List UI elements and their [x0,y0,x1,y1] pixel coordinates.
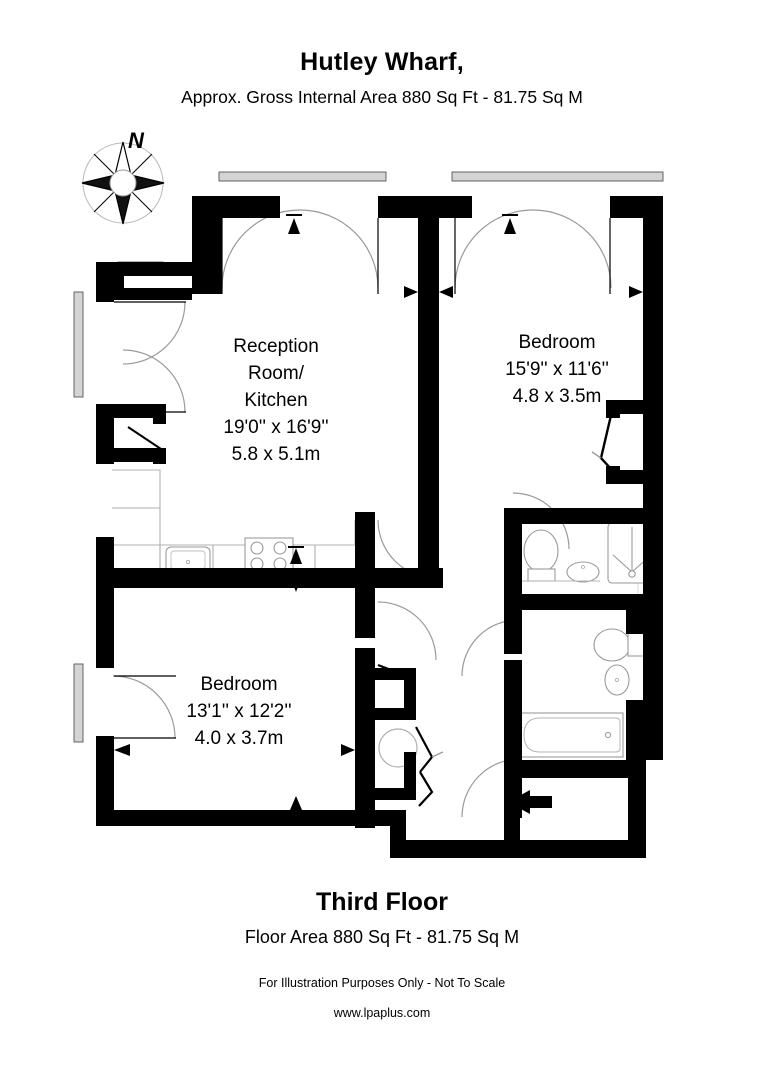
bathroom-basin-icon [604,664,630,696]
walls [96,196,663,858]
floor-title: Third Floor [316,888,448,916]
bathroom-bath-icon [515,712,624,758]
bedroom2-dim-imperial: 13'1'' x 12'2'' [186,701,291,722]
room-label-reception: Reception Room/ Kitchen 19'0'' x 16'9'' … [223,336,328,465]
ensuite-toilet-icon [523,529,559,582]
bathroom-fixtures [515,628,645,758]
room-label-bedroom-2: Bedroom 13'1'' x 12'2'' 4.0 x 3.7m [186,674,291,749]
bedroom1-name: Bedroom [518,332,595,353]
footer: Third Floor Floor Area 880 Sq Ft - 81.75… [0,888,764,1020]
ensuite-basin-icon [566,561,600,583]
gross-area-subtitle: Approx. Gross Internal Area 880 Sq Ft - … [181,86,583,107]
header: Hutley Wharf, Approx. Gross Internal Are… [0,48,764,108]
thin-structure-lines [114,218,611,739]
room-label-bedroom-1: Bedroom 15'9'' x 11'6'' 4.8 x 3.5m [505,332,609,407]
dimension-arrows [112,214,643,814]
reception-dim-metric: 5.8 x 5.1m [232,444,321,465]
reception-dim-imperial: 19'0'' x 16'9'' [223,417,328,438]
compass-north-label: N [128,128,145,153]
reception-name-line1: Reception [233,336,319,357]
compass-rose-icon: N [81,128,165,225]
bedroom2-dim-metric: 4.0 x 3.7m [195,728,284,749]
bedroom1-dim-imperial: 15'9'' x 11'6'' [505,359,609,380]
website-url: www.lpaplus.com [333,1006,431,1020]
bedroom1-dim-metric: 4.8 x 3.5m [513,386,602,407]
reception-name-line2: Room/ [248,363,305,384]
page-title: Hutley Wharf, [300,48,464,76]
disclaimer-text: For Illustration Purposes Only - Not To … [258,976,506,990]
floor-area-text: Floor Area 880 Sq Ft - 81.75 Sq M [244,927,520,947]
ensuite-fixtures [517,517,657,604]
bedroom2-name: Bedroom [200,674,277,695]
entry-arrow-icon [508,790,552,814]
kitchen-units [112,469,356,571]
reception-name-line3: Kitchen [244,390,307,411]
bathroom-toilet-icon [593,628,645,662]
kitchen-sink-fixture [165,546,211,574]
